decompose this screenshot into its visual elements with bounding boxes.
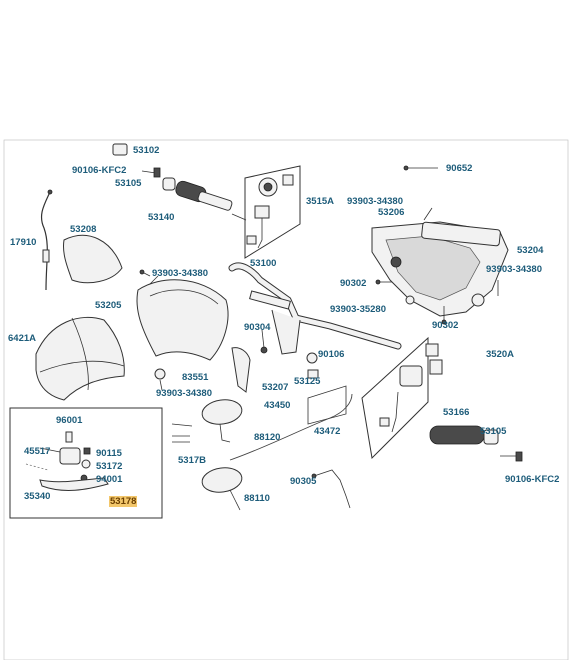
part-label-35340[interactable]: 35340 bbox=[24, 491, 51, 502]
collar-53125 bbox=[307, 369, 319, 379]
left-switch-frame bbox=[244, 165, 301, 259]
part-label-90106-kfc2-top[interactable]: 90106-KFC2 bbox=[72, 165, 127, 176]
cable-17910 bbox=[40, 191, 51, 291]
screw-93903-34380-c bbox=[139, 269, 151, 277]
part-label-45517[interactable]: 45517 bbox=[24, 446, 51, 457]
part-label-53125[interactable]: 53125 bbox=[294, 376, 321, 387]
cable-43472 bbox=[229, 393, 353, 461]
screw-93903-34380-a bbox=[423, 207, 433, 221]
part-label-83551[interactable]: 83551 bbox=[182, 372, 209, 383]
part-label-90302-b[interactable]: 90302 bbox=[432, 320, 459, 331]
part-label-53208[interactable]: 53208 bbox=[70, 224, 97, 235]
bolt-90304 bbox=[261, 329, 265, 349]
part-label-43450[interactable]: 43450 bbox=[264, 400, 291, 411]
part-label-53204[interactable]: 53204 bbox=[517, 245, 544, 256]
left-grip bbox=[162, 177, 247, 221]
part-label-43472[interactable]: 43472 bbox=[314, 426, 341, 437]
part-label-90115[interactable]: 90115 bbox=[96, 448, 122, 459]
part-label-93903-34380-b[interactable]: 93903-34380 bbox=[486, 264, 542, 275]
part-label-17910[interactable]: 17910 bbox=[10, 237, 37, 248]
part-label-88120[interactable]: 88120 bbox=[254, 432, 281, 443]
bolt-83551 bbox=[154, 368, 166, 380]
mirror-88120 bbox=[171, 399, 243, 443]
bracket-5317B bbox=[172, 435, 190, 443]
part-label-53207[interactable]: 53207 bbox=[262, 382, 289, 393]
cable-tag-frame bbox=[307, 385, 347, 425]
part-label-53102[interactable]: 53102 bbox=[133, 145, 160, 156]
part-label-53105-top[interactable]: 53105 bbox=[115, 178, 142, 189]
diagram-frame bbox=[3, 139, 569, 660]
part-label-94001[interactable]: 94001 bbox=[96, 474, 123, 485]
screw-90302-a bbox=[375, 279, 392, 285]
part-label-53172[interactable]: 53172 bbox=[96, 461, 123, 472]
part-label-53105-right[interactable]: 53105 bbox=[480, 426, 507, 437]
screw-90305 bbox=[311, 469, 351, 509]
right-switch-assembly bbox=[379, 343, 443, 433]
part-label-93903-34380-a[interactable]: 93903-34380 bbox=[347, 196, 403, 207]
part-label-53206[interactable]: 53206 bbox=[378, 207, 405, 218]
part-label-3515A[interactable]: 3515A bbox=[306, 196, 334, 207]
part-label-3520A[interactable]: 3520A bbox=[486, 349, 514, 360]
part-label-6421A[interactable]: 6421A bbox=[8, 333, 36, 344]
part-label-96001[interactable]: 96001 bbox=[56, 415, 83, 426]
bolt-90106-kfc2-top bbox=[141, 167, 161, 178]
part-label-90106-kfc2-right[interactable]: 90106-KFC2 bbox=[505, 474, 560, 485]
part-label-90106[interactable]: 90106 bbox=[318, 349, 345, 360]
part-label-90304[interactable]: 90304 bbox=[244, 322, 271, 333]
nut-90106 bbox=[306, 352, 318, 364]
right-switch-frame bbox=[361, 336, 429, 460]
lever-group-frame bbox=[9, 407, 163, 519]
front-cover-53205 bbox=[136, 279, 229, 361]
handlebar-53100 bbox=[228, 262, 402, 355]
lever-assembly-53178 bbox=[25, 431, 109, 491]
mirror-88110 bbox=[201, 467, 243, 511]
part-label-93903-34380-d[interactable]: 93903-34380 bbox=[156, 388, 212, 399]
part-label-53166[interactable]: 53166 bbox=[443, 407, 470, 418]
part-label-5317B[interactable]: 5317B bbox=[178, 455, 206, 466]
part-label-88110[interactable]: 88110 bbox=[244, 493, 270, 504]
part-label-93903-34380-c[interactable]: 93903-34380 bbox=[152, 268, 208, 279]
right-grip bbox=[429, 425, 523, 462]
bolt-90652 bbox=[403, 165, 438, 171]
cap-53102 bbox=[112, 143, 128, 156]
screw-90302-b bbox=[441, 306, 447, 325]
cover-53208 bbox=[63, 234, 123, 284]
part-label-53100[interactable]: 53100 bbox=[250, 258, 277, 269]
part-label-90652[interactable]: 90652 bbox=[446, 163, 473, 174]
windshield-6421A bbox=[35, 316, 125, 401]
left-switch-assembly bbox=[246, 174, 294, 249]
bracket-53207 bbox=[231, 347, 251, 393]
part-label-53205[interactable]: 53205 bbox=[95, 300, 122, 311]
part-label-93903-35280[interactable]: 93903-35280 bbox=[330, 304, 386, 315]
part-label-90302-a[interactable]: 90302 bbox=[340, 278, 367, 289]
part-label-53178[interactable]: 53178 bbox=[109, 496, 138, 507]
rear-handlebar-cover bbox=[371, 221, 509, 317]
part-label-53140[interactable]: 53140 bbox=[148, 212, 175, 223]
part-label-90305[interactable]: 90305 bbox=[290, 476, 317, 487]
